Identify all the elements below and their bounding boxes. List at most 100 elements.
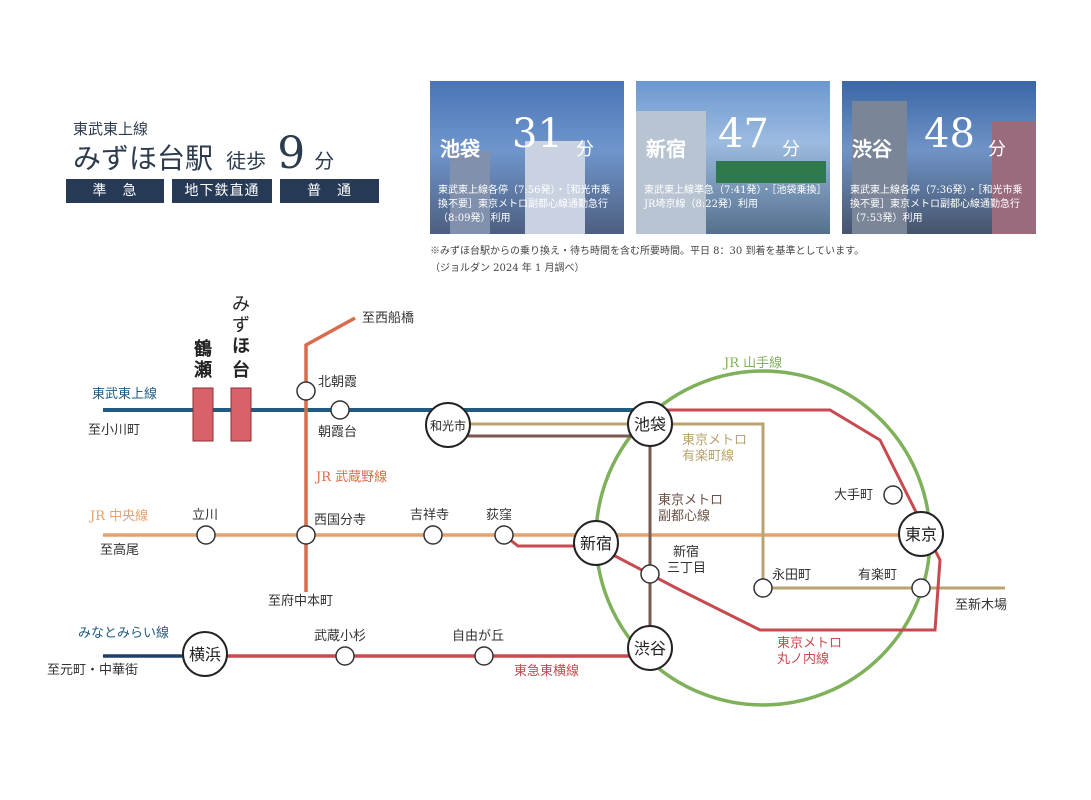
label-ogikubo: 荻窪 <box>486 507 512 523</box>
station-dot-yurakucho <box>911 578 931 598</box>
yurakucho-line <box>448 422 1005 590</box>
note-source: （ジョルダン 2024 年 1 月調べ） <box>430 263 585 274</box>
walk-minutes: 9 <box>277 128 306 179</box>
line-label-yamanote: JR 山手線 <box>722 355 782 371</box>
hub-label-shibuya: 渋谷 <box>634 639 666 658</box>
building <box>852 101 907 234</box>
line-name: 東武東上線 <box>73 120 149 138</box>
line-label-toyoko: 東急東横線 <box>514 663 579 679</box>
card-route: 東武東上線各停（7:56発）・［和光市乗換不要］東京メトロ副都心線通勤急行（8:… <box>438 185 611 224</box>
walk-unit: 分 <box>314 149 335 173</box>
line-label-fukutoshin-b: 副都心線 <box>658 508 710 524</box>
badge-subway-through: 地下鉄直通 <box>172 179 272 203</box>
station-dot-asakadai <box>330 400 350 420</box>
building <box>450 151 490 234</box>
station-sign <box>716 161 826 183</box>
tsuruse-marker <box>192 387 214 442</box>
label-tachikawa: 立川 <box>192 508 218 523</box>
dir-motomachi: 至元町・中華街 <box>47 663 138 678</box>
card-destination: 新宿 <box>646 137 686 161</box>
building <box>636 111 706 234</box>
hub-label-shinjuku: 新宿 <box>580 534 612 553</box>
dir-ogawamachi: 至小川町 <box>88 423 140 438</box>
label-asakadai: 朝霞台 <box>318 425 357 440</box>
station-hub-shibuya <box>627 625 673 671</box>
hub-label-wakoshi: 和光市 <box>430 418 466 433</box>
fukutoshin-line <box>448 434 652 646</box>
card-route: 東武東上線準急（7:41発）・［池袋乗換］JR埼京線（8:22発）利用 <box>644 185 822 210</box>
card-shibuya: 渋谷 48 分 東武東上線各停（7:36発）・［和光市乗換不要］東京メトロ副都心… <box>842 81 1036 234</box>
line-label-tobu: 東武東上線 <box>92 386 157 402</box>
line-label-fukutoshin-a: 東京メトロ <box>658 492 723 508</box>
badge-local: 普 通 <box>280 179 379 203</box>
label-shinjuku3-b: 三丁目 <box>667 561 706 576</box>
line-label-chuo: JR 中央線 <box>88 508 148 524</box>
card-unit: 分 <box>782 139 800 160</box>
station-hub-ikebukuro <box>627 401 673 447</box>
mizuhodai-label-1: み <box>232 294 250 315</box>
station-dot-shinjuku3 <box>640 564 660 584</box>
mizuhodai-label-3: ほ <box>232 336 250 357</box>
walk-label: 徒歩 <box>226 149 267 173</box>
line-label-minatomirai: みなとみらい線 <box>78 625 169 641</box>
station-dot-kitaasaka <box>296 381 316 401</box>
tsuruse-label-2: 瀬 <box>194 360 212 381</box>
card-minutes: 31 <box>512 111 563 157</box>
label-musashikosugi: 武蔵小杉 <box>314 629 366 644</box>
dir-shinkiba: 至新木場 <box>955 597 1007 613</box>
station-hub-wakoshi <box>425 402 471 448</box>
hub-label-ikebukuro: 池袋 <box>634 415 666 434</box>
dir-fuchuhonmachi: 至府中本町 <box>268 594 333 609</box>
mizuhodai-label-4: 台 <box>232 359 250 381</box>
station-name: みずほ台駅 <box>73 142 214 175</box>
station-dot-tachikawa <box>196 525 216 545</box>
label-jiyugaoka: 自由が丘 <box>452 629 504 644</box>
label-kitaasaka: 北朝霞 <box>318 375 357 390</box>
station-dot-kichijoji <box>423 525 443 545</box>
tsuruse-label-1: 鶴 <box>194 338 212 360</box>
line-label-yurakucho-a: 東京メトロ <box>682 432 747 448</box>
station-hub-tokyo <box>898 511 944 557</box>
station-hub-yokohama <box>182 631 228 677</box>
station-hub-shinjuku <box>573 520 619 566</box>
note-time-basis: ※みずほ台駅からの乗り換え・待ち時間を含む所要時間。平日 8：30 到着を基準と… <box>430 246 865 257</box>
label-nagatacho: 永田町 <box>772 568 811 583</box>
building <box>992 121 1036 234</box>
hub-label-yokohama: 横浜 <box>189 645 221 664</box>
musashino-line <box>304 316 356 592</box>
mizuhodai-label-2: ず <box>232 315 250 336</box>
card-ikebukuro: 池袋 31 分 東武東上線各停（7:56発）・［和光市乗換不要］東京メトロ副都心… <box>430 81 624 234</box>
line-label-musashino: JR 武蔵野線 <box>314 469 387 485</box>
card-unit: 分 <box>576 139 594 160</box>
station-dot-otemachi <box>883 485 903 505</box>
station-dot-jiyugaoka <box>474 646 494 666</box>
label-shinjuku3-a: 新宿 <box>673 544 699 560</box>
label-nishikokubunji: 西国分寺 <box>314 513 366 528</box>
badge-semi-express: 準 急 <box>66 179 164 203</box>
card-minutes: 48 <box>924 111 975 157</box>
dir-takao: 至高尾 <box>100 542 139 558</box>
line-label-marunouchi-b: 丸ノ内線 <box>777 651 829 667</box>
card-destination: 渋谷 <box>852 137 892 161</box>
card-destination: 池袋 <box>440 137 480 161</box>
station-dot-nishikokubunji <box>296 525 316 545</box>
station-walk-info: みずほ台駅 徒歩 9 分 <box>73 128 334 179</box>
line-label-marunouchi-a: 東京メトロ <box>777 635 842 651</box>
card-minutes: 47 <box>718 111 769 157</box>
mizuhodai-marker <box>230 387 252 442</box>
building <box>525 141 585 234</box>
label-yurakucho: 有楽町 <box>858 567 897 583</box>
station-dot-nagatacho <box>753 578 773 598</box>
marunouchi-line <box>503 408 942 632</box>
station-dot-ogikubo <box>494 525 514 545</box>
card-route: 東武東上線各停（7:36発）・［和光市乗換不要］東京メトロ副都心線通勤急行（7:… <box>850 185 1023 224</box>
dir-nishifunabashi: 至西船橋 <box>362 311 414 326</box>
label-otemachi: 大手町 <box>834 488 873 503</box>
line-label-yurakucho-b: 有楽町線 <box>682 448 734 464</box>
card-shinjuku: 新宿 47 分 東武東上線準急（7:41発）・［池袋乗換］JR埼京線（8:22発… <box>636 81 830 234</box>
label-kichijoji: 吉祥寺 <box>410 508 449 523</box>
hub-label-tokyo: 東京 <box>905 525 937 544</box>
station-dot-musashikosugi <box>335 646 355 666</box>
card-unit: 分 <box>988 139 1006 160</box>
